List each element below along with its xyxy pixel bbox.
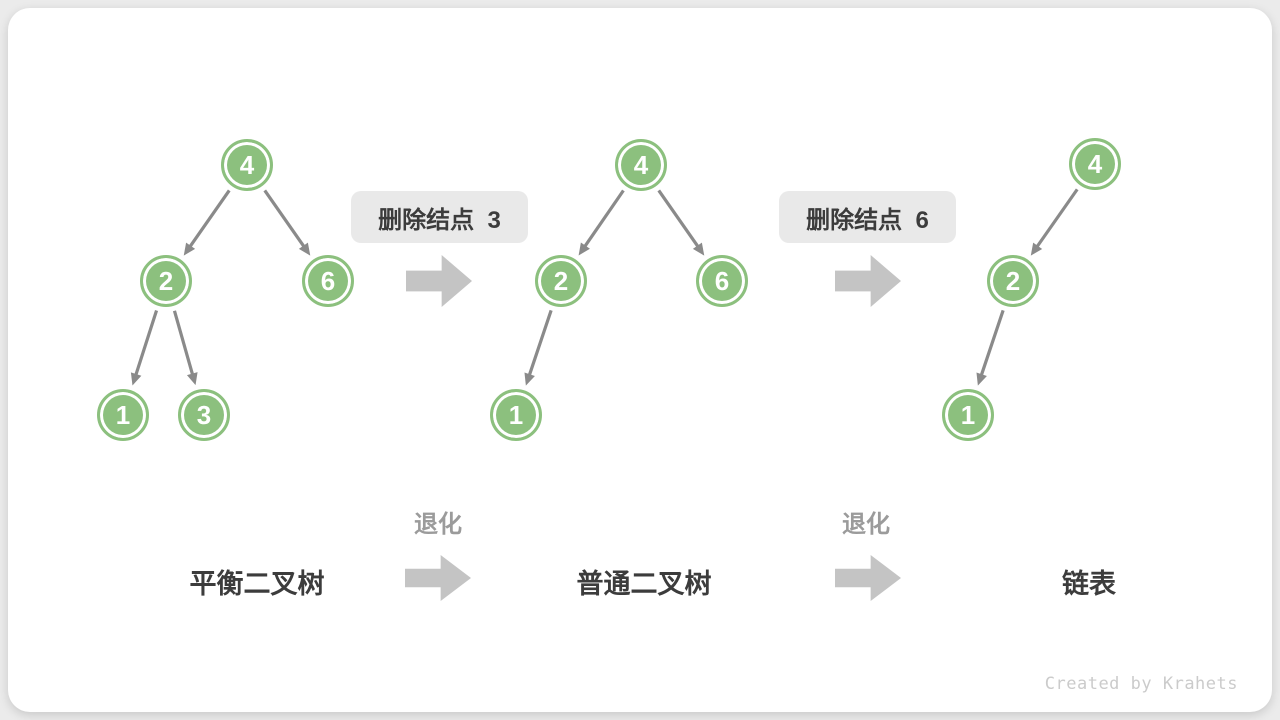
tree-node: 3 xyxy=(178,389,230,441)
tree-edge-arrow xyxy=(524,309,553,386)
tree-edge-arrow xyxy=(263,189,311,256)
tree-node: 6 xyxy=(302,255,354,307)
tree-node: 4 xyxy=(615,139,667,191)
tree-edge-arrow xyxy=(1030,188,1079,256)
tree-node: 4 xyxy=(221,139,273,191)
tree-node: 2 xyxy=(535,255,587,307)
tree-node: 1 xyxy=(942,389,994,441)
stage-label-ordinary-tree: 普通二叉树 xyxy=(576,569,712,599)
tree-node: 2 xyxy=(987,255,1039,307)
tree-node: 4 xyxy=(1069,138,1121,190)
tree-edge-arrow xyxy=(657,189,705,256)
delete-node-3-label: 删除结点 3 xyxy=(351,191,528,243)
degrade-label-1: 退化 xyxy=(414,511,462,538)
tree-edge-arrow xyxy=(578,189,625,256)
tree-node: 1 xyxy=(97,389,149,441)
stage-label-balanced-tree: 平衡二叉树 xyxy=(189,569,325,599)
stage-label-linked-list: 链表 xyxy=(1062,569,1116,599)
tree-edge-arrow xyxy=(130,310,159,386)
tree-node: 2 xyxy=(140,255,192,307)
tree-edge-arrow xyxy=(172,310,198,386)
diagram-card xyxy=(8,8,1272,712)
delete-node-6-label: 删除结点 6 xyxy=(779,191,956,243)
tree-edge-arrow xyxy=(183,189,231,256)
watermark-credit: Created by Krahets xyxy=(1044,674,1238,694)
tree-node: 6 xyxy=(696,255,748,307)
tree-node: 1 xyxy=(490,389,542,441)
degrade-label-2: 退化 xyxy=(842,511,890,538)
tree-edge-arrow xyxy=(976,309,1005,386)
